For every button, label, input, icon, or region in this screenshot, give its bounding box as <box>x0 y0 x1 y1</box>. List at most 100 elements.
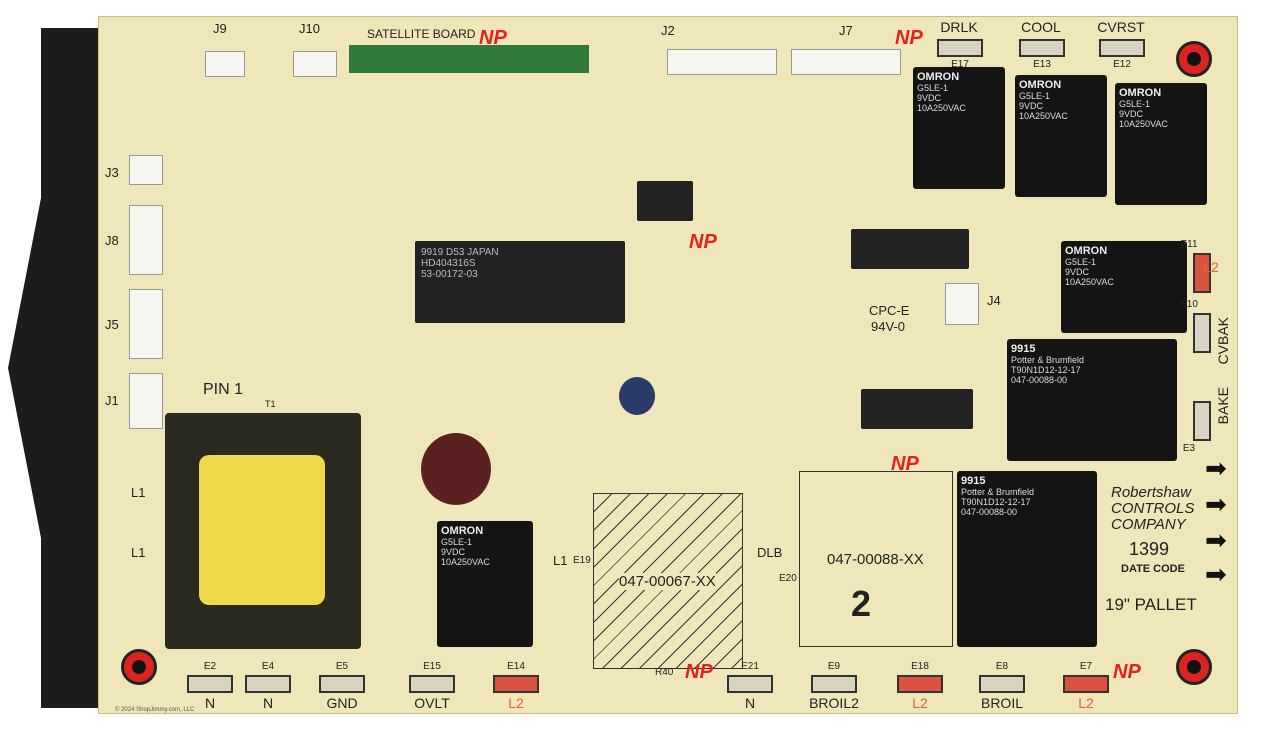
relay-model: T90N1D12-12-17 <box>961 497 1031 507</box>
relay-coil: 9VDC <box>917 93 942 103</box>
r40-label: R40 <box>655 667 674 678</box>
transformer-coil <box>199 455 325 605</box>
relay-brand: OMRON <box>1019 79 1062 91</box>
np-marking: NP <box>479 27 507 49</box>
terminal-label: CVBAK <box>1215 317 1231 365</box>
connector-j1 <box>129 373 163 429</box>
capacitor-c8 <box>619 377 655 415</box>
relay-rating: 10A250VAC <box>1065 277 1114 287</box>
terminal-label: DRLK <box>940 19 978 35</box>
relay-brand: OMRON <box>917 71 960 83</box>
part-number-k8: 047-00067-XX <box>619 573 716 590</box>
terminal-label: L2 <box>1203 259 1219 275</box>
relay-model: T90N1D12-12-17 <box>1011 365 1081 375</box>
terminal-e8[interactable] <box>979 675 1025 693</box>
relay-brand: OMRON <box>1119 87 1162 99</box>
relay-brand: Potter & Brumfield <box>961 487 1035 497</box>
satellite-board <box>349 45 589 73</box>
cpc-label: CPC-E <box>869 303 910 318</box>
connector-j7 <box>791 49 901 75</box>
terminal-ref: E18 <box>911 661 929 672</box>
arrow-right-icon: ➡ <box>1205 489 1227 519</box>
t1-label: T1 <box>265 399 276 409</box>
terminal-l2-side[interactable] <box>1193 253 1211 293</box>
date-code-value: 1399 <box>1129 539 1170 559</box>
relay-part: 047-00088-00 <box>961 507 1018 517</box>
terminal-drlk[interactable] <box>937 39 983 57</box>
terminal-e2[interactable] <box>187 675 233 693</box>
connector-j3 <box>129 155 163 185</box>
handwritten-number: 2 <box>851 583 872 624</box>
terminal-e14[interactable] <box>493 675 539 693</box>
connector-label: J9 <box>213 21 227 36</box>
terminal-ref: E10 <box>1180 299 1198 310</box>
chip-text: 9919 D53 JAPAN <box>421 247 499 258</box>
relay-rating: 10A250VAC <box>1019 111 1068 121</box>
relay-part: 047-00088-00 <box>1011 375 1068 385</box>
terminal-bake[interactable] <box>1193 401 1211 441</box>
relay-coil: 9VDC <box>1065 267 1090 277</box>
terminal-cool[interactable] <box>1019 39 1065 57</box>
terminal-e4[interactable] <box>245 675 291 693</box>
terminal-ref: E12 <box>1113 59 1131 70</box>
relay-brand: OMRON <box>1065 245 1108 257</box>
relay-code: 9915 <box>961 475 986 487</box>
terminal-e7[interactable] <box>1063 675 1109 693</box>
terminal-ref: E4 <box>261 661 275 672</box>
terminal-e15[interactable] <box>409 675 455 693</box>
terminal-label: L2 <box>912 695 928 711</box>
terminal-e5[interactable] <box>319 675 365 693</box>
satellite-board-label: SATELLITE BOARD <box>367 27 476 41</box>
date-code-label: DATE CODE <box>1121 563 1185 575</box>
l1-label: L1 <box>131 485 146 500</box>
terminal-label: BROIL <box>980 695 1023 711</box>
connector-label: J1 <box>105 393 119 408</box>
terminal-e21[interactable] <box>727 675 773 693</box>
connector-label: J10 <box>299 21 320 36</box>
relay-coil: 9VDC <box>1019 101 1044 111</box>
terminal-e9[interactable] <box>811 675 857 693</box>
terminal-label: GND <box>326 695 358 711</box>
terminal-cvrst[interactable] <box>1099 39 1145 57</box>
connector-j2 <box>667 49 777 75</box>
transformer-t1 <box>165 413 361 649</box>
terminal-e18[interactable] <box>897 675 943 693</box>
connector-j9 <box>205 51 245 77</box>
capacitor-c1 <box>421 433 491 505</box>
terminal-label: CVRST <box>1097 19 1145 35</box>
relay-model: G5LE-1 <box>917 83 949 93</box>
terminal-label: L2 <box>508 695 524 711</box>
chip-u4 <box>861 389 973 429</box>
relay-coil: 9VDC <box>1119 109 1144 119</box>
connector-j5 <box>129 289 163 359</box>
terminal-ref: E2 <box>203 661 217 672</box>
robertshaw-logo: Robertshaw CONTROLS COMPANY <box>1111 484 1195 533</box>
mount-hole <box>1176 649 1212 685</box>
terminal-ref: E8 <box>995 661 1009 672</box>
terminal-cvbak[interactable] <box>1193 313 1211 353</box>
np-marking: NP <box>895 27 923 49</box>
pin1-label: PIN 1 <box>203 381 244 398</box>
relay-brand: Potter & Brumfield <box>1011 355 1085 365</box>
terminal-label: N <box>262 695 274 711</box>
relay-model: G5LE-1 <box>1119 99 1151 109</box>
terminal-ref: E7 <box>1079 661 1093 672</box>
pallet-label: 19" PALLET <box>1105 595 1197 614</box>
terminal-ref: E14 <box>507 661 525 672</box>
watermark: © 2024 ShopJimmy.com, LLC <box>115 707 195 713</box>
np-marking: NP <box>891 453 919 475</box>
connector-j10 <box>293 51 337 77</box>
relay-model: G5LE-1 <box>441 537 473 547</box>
terminal-label: N <box>204 695 216 711</box>
e19-label: E19 <box>573 555 591 566</box>
mount-hole <box>1176 41 1212 77</box>
flame-rating: 94V-0 <box>871 319 905 334</box>
np-marking: NP <box>1113 661 1141 683</box>
np-marking: NP <box>689 231 717 253</box>
